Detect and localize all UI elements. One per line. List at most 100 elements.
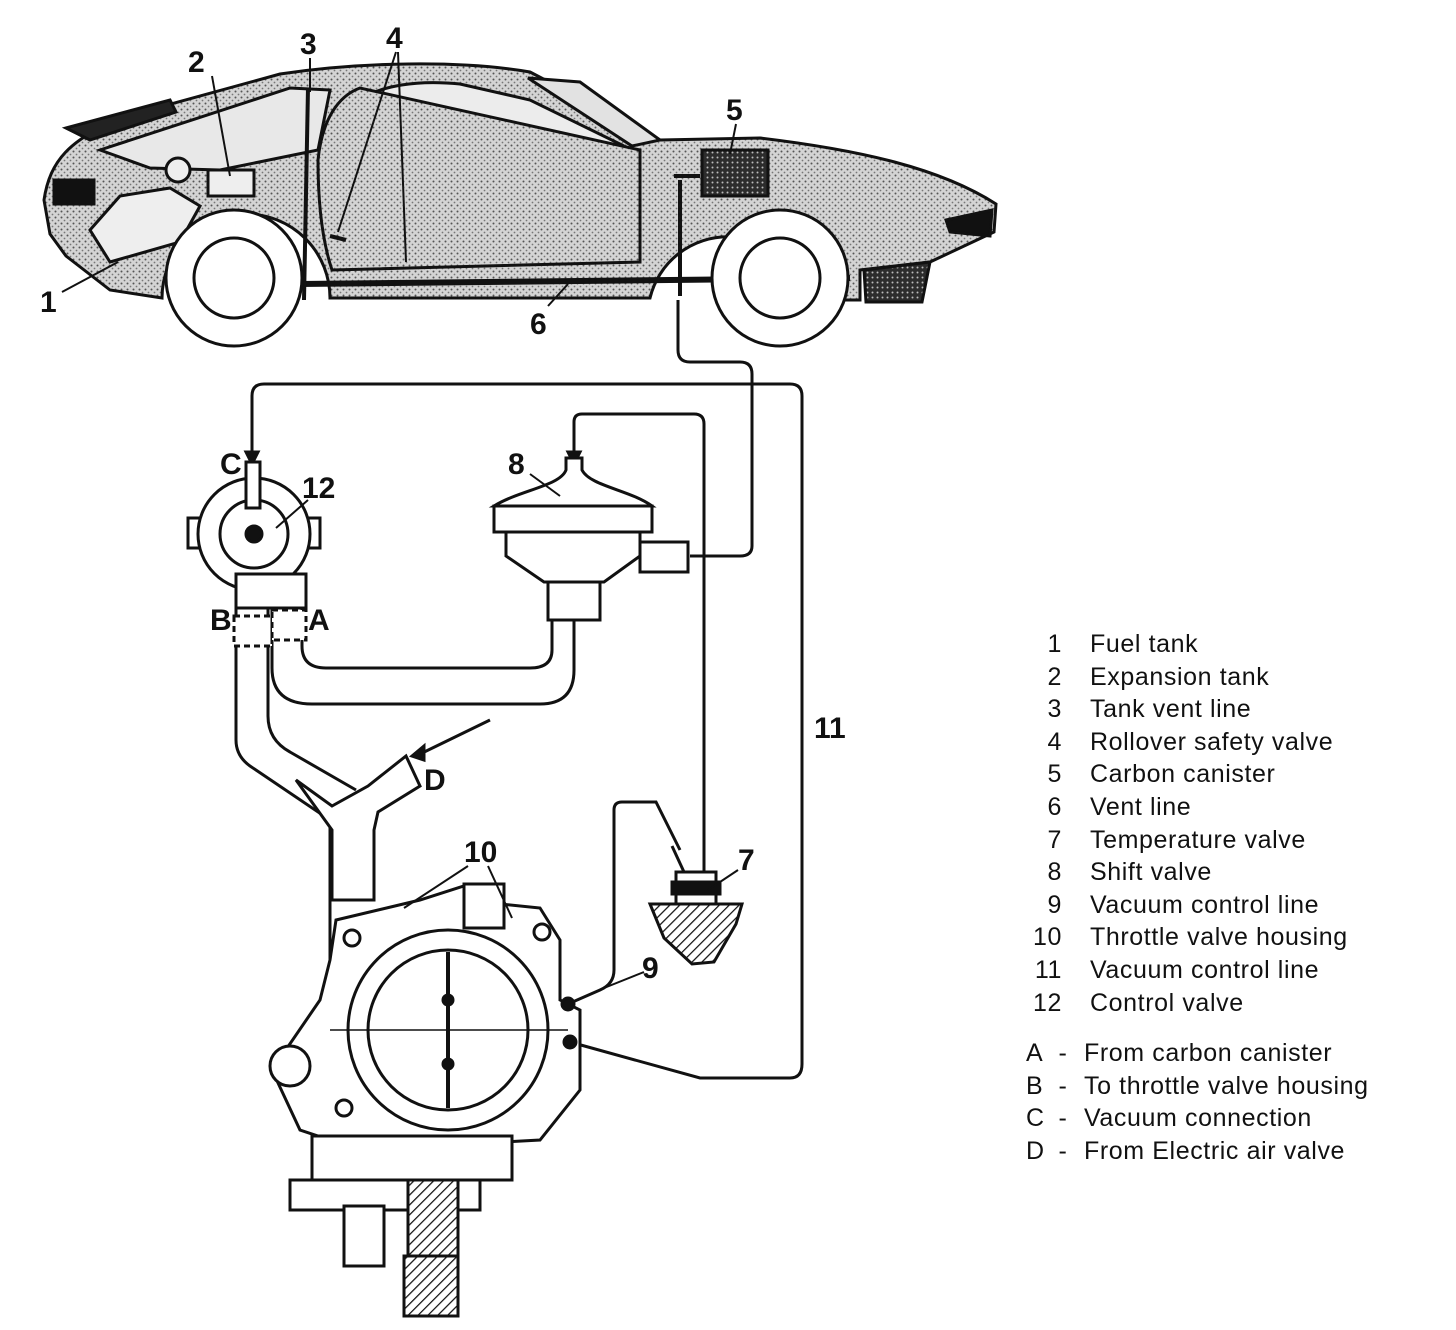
- hose-b: [234, 608, 357, 1010]
- callout-a: A: [308, 604, 330, 637]
- legend-dash: -: [1058, 1071, 1068, 1100]
- legend-letter-item: B-To throttle valve housing: [1022, 1070, 1442, 1103]
- callout-c: C: [220, 448, 242, 481]
- legend-letter: D: [1026, 1136, 1045, 1165]
- legend-spacer: [1022, 1019, 1442, 1037]
- legend-number: 2: [1047, 662, 1062, 691]
- temperature-valve-7: [647, 845, 745, 966]
- legend-label: Throttle valve housing: [1090, 923, 1348, 952]
- legend-label: Expansion tank: [1090, 662, 1270, 691]
- legend-number: 1: [1047, 630, 1062, 658]
- legend-letter-label: To throttle valve housing: [1084, 1071, 1369, 1100]
- throttle-mount-hole-2: [532, 922, 552, 942]
- rollover-line-4: [329, 234, 347, 242]
- control-valve-12: [186, 460, 322, 610]
- throttle-port-11: [562, 1034, 578, 1050]
- legend-number: 8: [1047, 858, 1062, 887]
- legend-label: Fuel tank: [1090, 630, 1199, 658]
- expansion-tank-2: [206, 168, 256, 198]
- throttle-screw-2: [441, 1057, 455, 1071]
- callout-10: 10: [464, 836, 497, 869]
- throttle-mount-hole-3: [334, 1098, 354, 1118]
- legend-label: Control valve: [1090, 988, 1244, 1017]
- legend-number: 3: [1047, 695, 1062, 724]
- arrow-c: [243, 450, 261, 468]
- car-windshield: [527, 76, 664, 148]
- shift-valve-dome: [488, 456, 657, 508]
- rear-wheel-rim: [192, 236, 276, 320]
- legend-item: 4 Rollover safety valve: [1022, 726, 1442, 759]
- callout-5: 5: [726, 94, 743, 127]
- arrow-d-head: [408, 742, 426, 763]
- legend-number: 10: [1032, 923, 1062, 952]
- leader-1: [61, 261, 119, 293]
- idle-screw: [268, 1044, 312, 1088]
- leader-6: [547, 283, 569, 307]
- legend-label: Vacuum control line: [1090, 890, 1320, 919]
- legend-number: 4: [1047, 727, 1062, 756]
- throttle-switch: [402, 1254, 460, 1318]
- legend-label: Vent line: [1090, 792, 1192, 821]
- temp-valve-port-1: [670, 845, 686, 873]
- callout-4: 4: [386, 22, 403, 55]
- front-spoiler: [862, 260, 932, 304]
- control-valve-port-c: [244, 460, 262, 510]
- legend-label: Vacuum control line: [1090, 955, 1320, 984]
- y-connector: [294, 753, 422, 902]
- shift-valve-port: [638, 540, 690, 574]
- canister-outlet-line: [674, 174, 700, 296]
- callout-2: 2: [188, 46, 205, 79]
- vacuum-control-line-11: [250, 382, 804, 1080]
- hoses: [232, 608, 576, 1010]
- hose-clamp-a: [270, 608, 308, 642]
- legend-item: 2 Expansion tank: [1022, 661, 1442, 694]
- legend-dash: -: [1058, 1104, 1068, 1133]
- callout-12: 12: [302, 472, 335, 505]
- leader-8: [529, 473, 561, 497]
- legend-letter-item: C-Vacuum connection: [1022, 1102, 1442, 1135]
- leader-4b: [397, 51, 407, 263]
- throttle-valve-housing-10: [268, 882, 582, 1318]
- hose-a: [270, 608, 576, 706]
- legend-item: 9 Vacuum control line: [1022, 889, 1442, 922]
- legend-label: Shift valve: [1090, 858, 1212, 887]
- car-door: [316, 86, 642, 272]
- legend-number: 11: [1034, 955, 1062, 984]
- legend-number: 5: [1047, 760, 1062, 789]
- throttle-port-9: [560, 996, 576, 1012]
- legend-label: Rollover safety valve: [1090, 727, 1334, 756]
- callout-6: 6: [530, 308, 547, 341]
- throttle-linkage-bolt: [342, 1204, 386, 1268]
- callout-8: 8: [508, 448, 525, 481]
- callout-b: B: [210, 604, 232, 637]
- legend-letter: A: [1026, 1039, 1044, 1068]
- fuel-tank-1: [88, 186, 203, 264]
- legend-item: 1 Fuel tank: [1022, 628, 1442, 661]
- temp-valve-base: [647, 902, 745, 966]
- legend-dash: -: [1058, 1039, 1068, 1068]
- legend-number: 7: [1047, 825, 1062, 854]
- control-valve-stem: [234, 572, 308, 610]
- shift-valve-top-line: [572, 412, 706, 850]
- legend-letter-label: From carbon canister: [1084, 1039, 1333, 1068]
- rear-light: [52, 178, 96, 206]
- shift-valve-bottom: [504, 530, 642, 584]
- temp-valve-nut: [670, 880, 722, 896]
- legend-lettered: A-From carbon canister B-To throttle val…: [1022, 1037, 1442, 1167]
- leader-5: [729, 123, 737, 155]
- legend-number: 9: [1047, 890, 1062, 919]
- legend-letter-item: D-From Electric air valve: [1022, 1135, 1442, 1168]
- callout-3: 3: [300, 28, 317, 61]
- hose-clamp-b: [232, 614, 274, 648]
- callout-11: 11: [814, 712, 846, 745]
- throttle-screw-1: [441, 993, 455, 1007]
- callout-9: 9: [642, 952, 659, 985]
- leader-9: [603, 971, 645, 989]
